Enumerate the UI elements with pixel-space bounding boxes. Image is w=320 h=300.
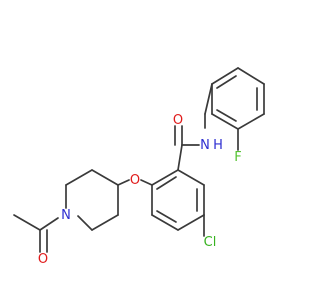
atom-label-fluorine: F — [234, 150, 241, 165]
bond — [117, 179, 130, 186]
atom-label-chlorine: Cl — [204, 235, 217, 250]
bond — [151, 214, 179, 231]
bond — [177, 169, 205, 186]
bond — [77, 215, 93, 231]
bond — [140, 179, 153, 186]
bond — [91, 214, 119, 231]
bond — [211, 67, 239, 85]
bond — [39, 217, 59, 231]
bond — [204, 83, 213, 115]
bond — [13, 214, 41, 231]
atom-labels: N H O O F Cl N O — [38, 113, 242, 267]
bond — [91, 169, 119, 186]
bond — [237, 113, 265, 130]
bond — [65, 169, 93, 186]
chemical-structure-diagram: N H O O F Cl N O — [13, 67, 265, 267]
bond — [156, 176, 177, 190]
bond — [216, 75, 237, 89]
bond — [237, 67, 265, 85]
bond — [216, 109, 237, 122]
atom-label-ether-o: O — [130, 173, 140, 188]
atom-label-piperidine-n: N — [61, 208, 71, 223]
bond — [177, 214, 205, 231]
atom-label-amide-n: N — [200, 138, 210, 153]
bond — [156, 210, 177, 223]
bond — [211, 113, 239, 130]
atom-label-amide-h: H — [213, 138, 223, 153]
bond — [177, 144, 183, 171]
bond — [151, 169, 179, 186]
bond-lines — [13, 67, 265, 253]
atom-label-amide-o: O — [173, 113, 183, 128]
atom-label-acetyl-o: O — [38, 252, 48, 267]
